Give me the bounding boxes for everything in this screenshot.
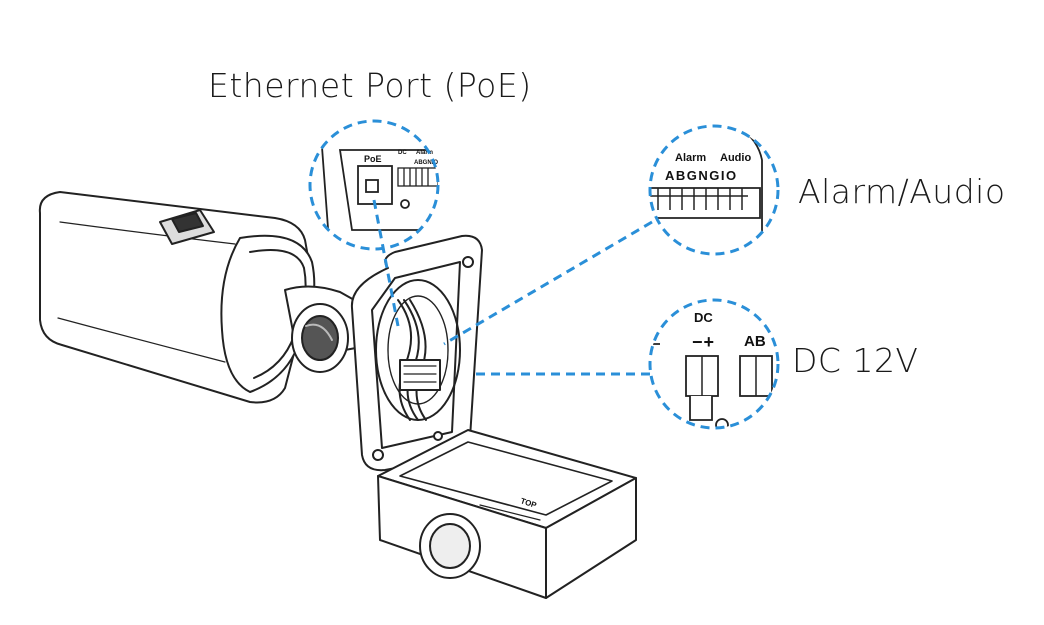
dc-small-label: DC xyxy=(398,150,407,156)
internal-cables xyxy=(397,299,441,421)
camera-front-ring xyxy=(220,234,316,393)
alarm-audio-pins: ABGNGIO xyxy=(665,168,738,183)
audio-terminal-label: Audio xyxy=(720,152,751,164)
alarm-terminal-label: Alarm xyxy=(675,152,706,164)
ethernet-callout: PoE DC Alarm ABGNIO xyxy=(308,119,440,251)
alarm-pins-small: ABGNIO xyxy=(414,160,438,166)
dc-terminal-label: DC xyxy=(694,310,713,325)
alarm-audio-callout: Alarm Audio ABGNGIO xyxy=(648,124,780,256)
junction-box-side-right xyxy=(545,477,637,599)
poe-label: PoE xyxy=(364,154,382,164)
alarm-small-label: Alarm xyxy=(416,150,433,156)
dc-callout: DC −+ AB xyxy=(648,298,780,430)
dc-12v-label: DC 12V xyxy=(792,341,919,380)
callout-leaders xyxy=(372,199,653,376)
alarm-audio-label: Alarm/Audio xyxy=(798,172,1006,211)
ab-pins: AB xyxy=(744,333,766,350)
dc-pins: −+ xyxy=(692,332,715,352)
ethernet-port-label: Ethernet Port (PoE) xyxy=(208,66,532,105)
